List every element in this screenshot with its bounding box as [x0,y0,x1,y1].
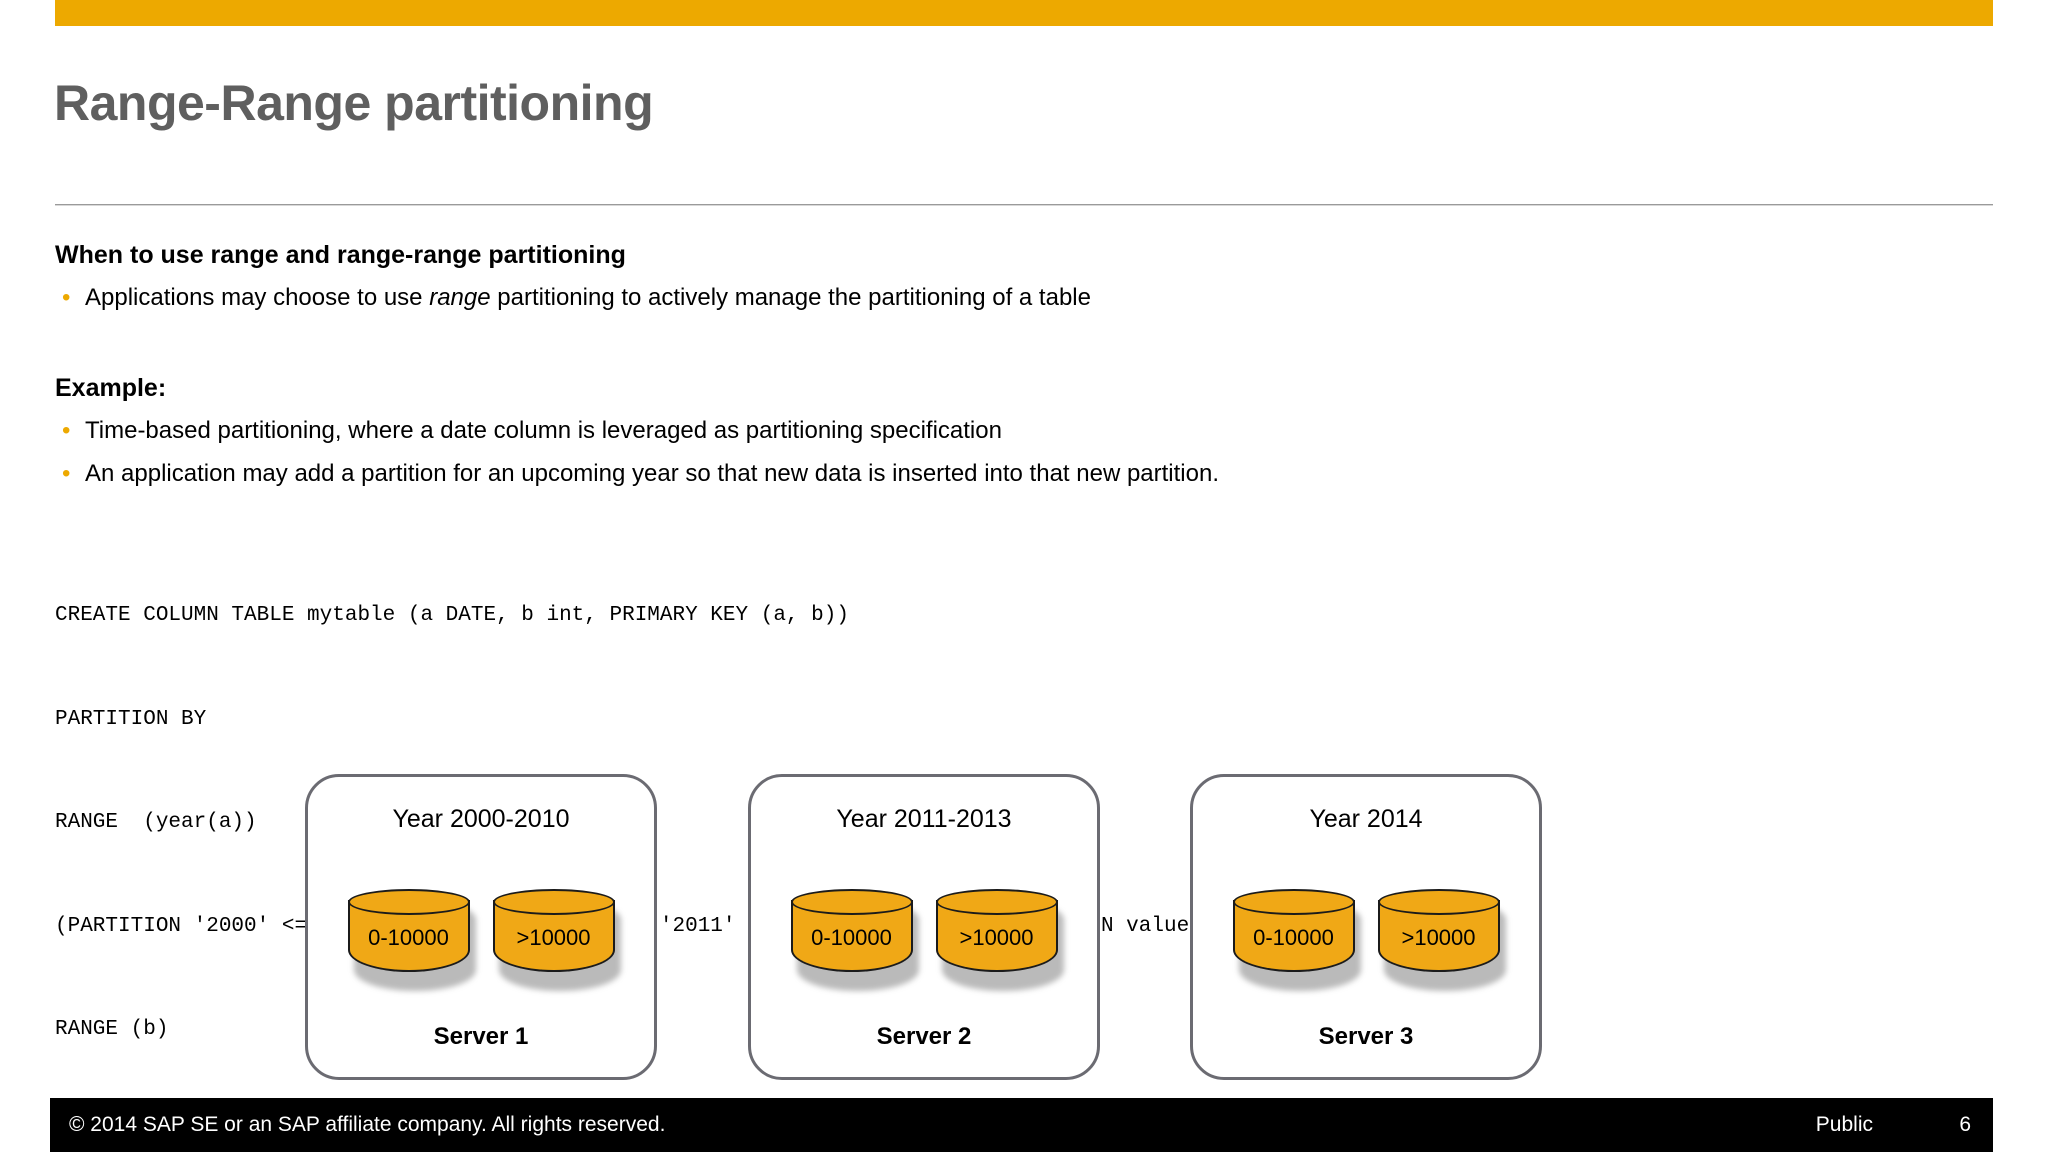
server-name-label: Server 1 [433,1023,529,1050]
bullet-dot-icon: • [62,417,71,444]
cylinder-row: 0-10000 >10000 [751,889,1097,991]
server-box-1: Year 2000-2010 0-10000 >10000 Server 1 [305,774,657,1080]
server-box-3: Year 2014 0-10000 >10000 Server 3 [1190,774,1542,1080]
server-name-label: Server 3 [1318,1023,1414,1050]
cylinder-row: 0-10000 >10000 [308,889,654,991]
database-cylinder-icon: >10000 [935,889,1064,991]
partition-range-label: >10000 [516,925,591,950]
footer-page-number: 6 [1959,1113,1971,1136]
partition-range-label: 0-10000 [368,925,449,950]
partition-range-label: >10000 [959,925,1034,950]
server-name-label: Server 2 [876,1023,972,1050]
section-heading-example: Example: [55,374,167,402]
cylinder-top [492,889,615,915]
footer-bar: © 2014 SAP SE or an SAP affiliate compan… [50,1098,1993,1152]
footer-copyright: © 2014 SAP SE or an SAP affiliate compan… [69,1113,666,1136]
cylinder-top [1377,889,1500,915]
cylinder-top [790,889,913,915]
cylinder-top [347,889,470,915]
cylinder-top [935,889,1058,915]
bullet-item: • Time-based partitioning, where a date … [55,416,1993,446]
code-line: RANGE (year(a)) [55,811,257,834]
section-heading-when-to-use: When to use range and range-range partit… [55,241,626,269]
body-content: When to use range and range-range partit… [55,240,1993,489]
top-accent-bar [55,0,1993,26]
bullet-text: An application may add a partition for a… [85,460,1219,487]
title-divider [55,204,1993,206]
database-cylinder-icon: 0-10000 [347,889,476,991]
bullet-text: Applications may choose to use range par… [85,283,1091,313]
bullet-dot-icon: • [62,284,71,311]
page-title: Range-Range partitioning [54,75,654,131]
bullet-item: • An application may add a partition for… [55,459,1993,489]
partition-range-label: >10000 [1401,925,1476,950]
partition-range-label: 0-10000 [1253,925,1334,950]
bullet-text-post: partitioning to actively manage the part… [490,284,1091,311]
year-label: Year 2014 [1309,805,1423,833]
footer-classification: Public [1815,1113,1873,1136]
bullet-text-emphasis: range [429,284,491,311]
cylinder-row: 0-10000 >10000 [1193,889,1539,991]
code-line: RANGE (b) [55,1018,169,1041]
partition-range-label: 0-10000 [811,925,892,950]
cylinder-top [1232,889,1355,915]
database-cylinder-icon: 0-10000 [1232,889,1361,991]
bullet-text-pre: Applications may choose to use [85,284,430,311]
year-label: Year 2000-2010 [392,805,570,833]
bullet-text: Time-based partitioning, where a date co… [85,417,1002,444]
partition-diagram: Year 2000-2010 0-10000 >10000 Server 1 [0,772,2048,1082]
server-box-2: Year 2011-2013 0-10000 >10000 Server 2 [748,774,1100,1080]
database-cylinder-icon: 0-10000 [790,889,919,991]
code-line: PARTITION BY [55,707,207,731]
code-line: CREATE COLUMN TABLE mytable (a DATE, b i… [55,604,849,627]
database-cylinder-icon: >10000 [492,889,621,991]
bullet-dot-icon: • [62,460,71,487]
year-label: Year 2011-2013 [836,805,1012,833]
database-cylinder-icon: >10000 [1377,889,1506,991]
bullet-item: • Applications may choose to use range p… [55,283,1993,313]
